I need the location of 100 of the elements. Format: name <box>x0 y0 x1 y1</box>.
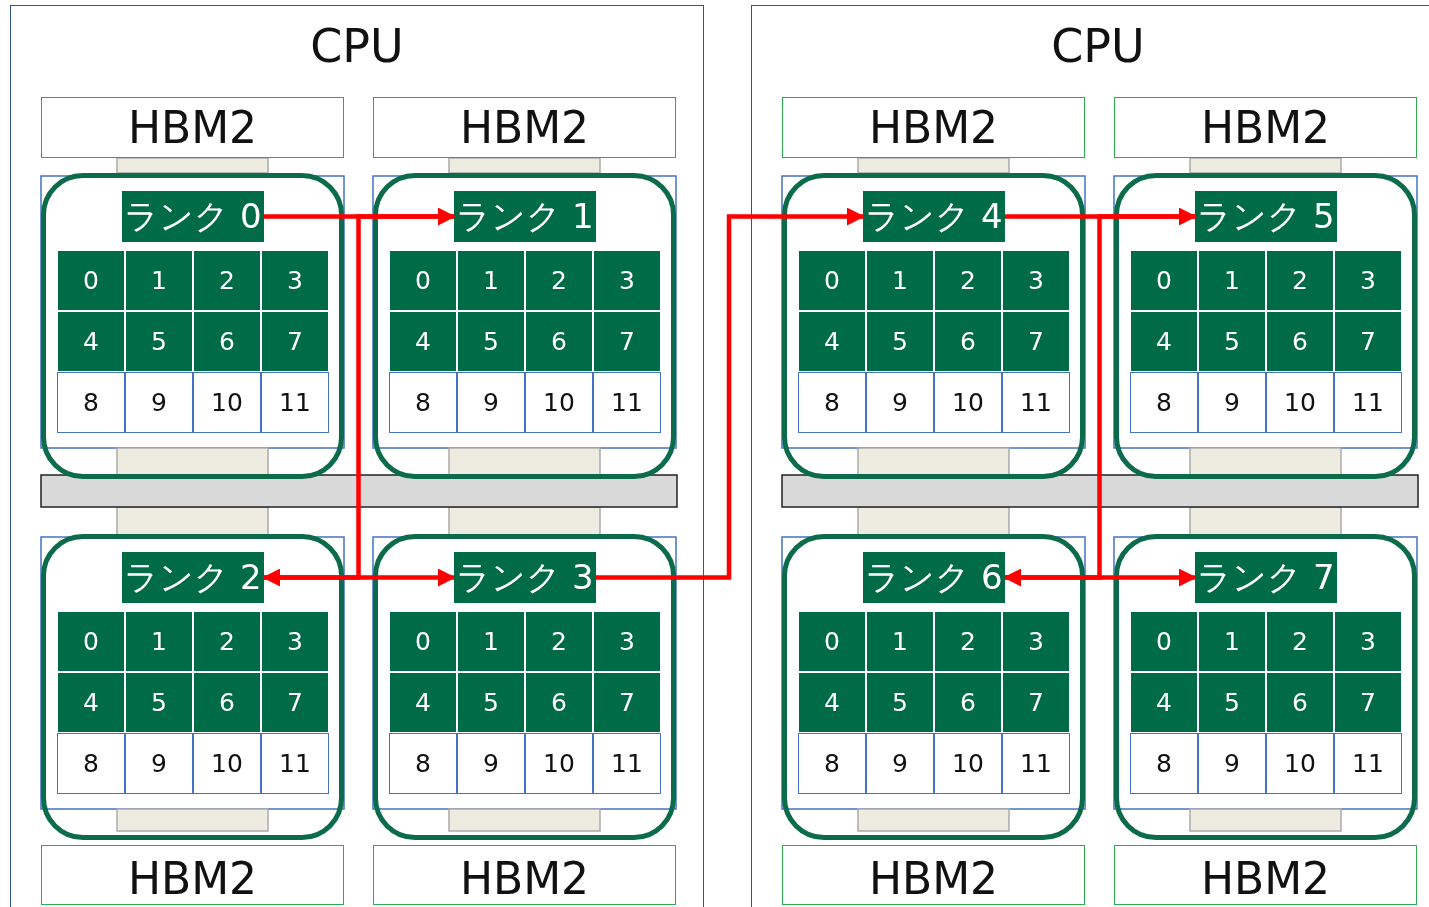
core-cell: 7 <box>1002 311 1070 372</box>
core-cell: 1 <box>866 250 934 311</box>
core-cell: 3 <box>261 611 329 672</box>
arrow <box>1005 207 1197 226</box>
rank-label: ランク 2 <box>122 552 264 603</box>
core-cell: 1 <box>1198 250 1266 311</box>
core-cell: 8 <box>389 733 457 794</box>
core-cell: 2 <box>525 250 593 311</box>
core-cell: 9 <box>457 372 525 433</box>
core-cell: 6 <box>525 672 593 733</box>
core-cell: 5 <box>125 311 193 372</box>
core-cell: 0 <box>57 611 125 672</box>
core-cell: 1 <box>457 250 525 311</box>
core-cell: 4 <box>798 672 866 733</box>
core-cell: 2 <box>525 611 593 672</box>
core-cell: 1 <box>125 611 193 672</box>
core-cell: 10 <box>934 372 1002 433</box>
cpu-title: CPU <box>309 18 405 74</box>
core-cell: 9 <box>1198 372 1266 433</box>
core-cell: 9 <box>457 733 525 794</box>
core-cell: 1 <box>866 611 934 672</box>
core-cell: 10 <box>1266 733 1334 794</box>
rank-label: ランク 4 <box>863 191 1005 242</box>
rank-frame <box>41 173 344 479</box>
rank-frame <box>41 534 344 840</box>
core-cell: 8 <box>798 372 866 433</box>
core-cell: 5 <box>866 672 934 733</box>
core-cell: 8 <box>1130 372 1198 433</box>
core-cell: 6 <box>1266 672 1334 733</box>
core-cell: 0 <box>389 250 457 311</box>
rank-frame <box>782 173 1085 479</box>
core-cell: 4 <box>798 311 866 372</box>
core-cell: 6 <box>193 311 261 372</box>
memory-block: HBM2 <box>1114 845 1417 905</box>
rank-frame <box>373 173 676 479</box>
core-cell: 5 <box>866 311 934 372</box>
memory-block: HBM2 <box>41 97 344 158</box>
arrow <box>262 214 454 587</box>
core-cell: 0 <box>798 250 866 311</box>
core-cell: 8 <box>57 372 125 433</box>
core-cell: 11 <box>1334 733 1402 794</box>
core-cell: 8 <box>1130 733 1198 794</box>
rank-label: ランク 0 <box>122 191 264 242</box>
core-cell: 7 <box>593 672 661 733</box>
core-cell: 11 <box>1002 733 1070 794</box>
arrow <box>596 207 865 580</box>
core-cell: 10 <box>193 733 261 794</box>
arrow <box>1005 568 1197 587</box>
core-cell: 8 <box>389 372 457 433</box>
core-cell: 4 <box>389 672 457 733</box>
core-cell: 4 <box>1130 672 1198 733</box>
cpu-title: CPU <box>1050 18 1146 74</box>
core-cell: 5 <box>457 672 525 733</box>
core-cell: 4 <box>57 672 125 733</box>
arrow <box>264 568 456 587</box>
core-cell: 10 <box>934 733 1002 794</box>
core-cell: 4 <box>57 311 125 372</box>
rank-label: ランク 5 <box>1195 191 1337 242</box>
core-cell: 9 <box>125 733 193 794</box>
rank-frame <box>1114 173 1417 479</box>
core-cell: 11 <box>593 372 661 433</box>
memory-block: HBM2 <box>41 845 344 905</box>
core-cell: 11 <box>261 372 329 433</box>
core-cell: 10 <box>193 372 261 433</box>
core-cell: 2 <box>934 250 1002 311</box>
core-cell: 9 <box>1198 733 1266 794</box>
memory-block: HBM2 <box>373 845 676 905</box>
core-cell: 11 <box>1334 372 1402 433</box>
core-cell: 3 <box>1334 611 1402 672</box>
core-cell: 3 <box>261 250 329 311</box>
core-cell: 0 <box>798 611 866 672</box>
core-cell: 9 <box>125 372 193 433</box>
core-cell: 9 <box>866 733 934 794</box>
core-cell: 1 <box>1198 611 1266 672</box>
memory-block: HBM2 <box>782 845 1085 905</box>
core-cell: 3 <box>1002 611 1070 672</box>
core-cell: 8 <box>798 733 866 794</box>
cpu-package <box>751 5 1429 907</box>
rank-frame <box>373 534 676 840</box>
core-cell: 6 <box>934 311 1002 372</box>
rank-label: ランク 7 <box>1195 552 1337 603</box>
rank-label: ランク 3 <box>454 552 596 603</box>
core-cell: 4 <box>389 311 457 372</box>
core-cell: 1 <box>125 250 193 311</box>
core-cell: 0 <box>1130 611 1198 672</box>
rank-label: ランク 6 <box>863 552 1005 603</box>
core-cell: 8 <box>57 733 125 794</box>
core-cell: 0 <box>389 611 457 672</box>
core-cell: 10 <box>525 733 593 794</box>
core-cell: 3 <box>593 611 661 672</box>
core-cell: 7 <box>1334 672 1402 733</box>
core-cell: 5 <box>125 672 193 733</box>
core-cell: 7 <box>261 311 329 372</box>
rank-label: ランク 1 <box>454 191 596 242</box>
core-cell: 3 <box>593 250 661 311</box>
core-cell: 7 <box>1334 311 1402 372</box>
arrow <box>1003 214 1195 587</box>
memory-block: HBM2 <box>782 97 1085 158</box>
core-cell: 1 <box>457 611 525 672</box>
core-cell: 10 <box>1266 372 1334 433</box>
